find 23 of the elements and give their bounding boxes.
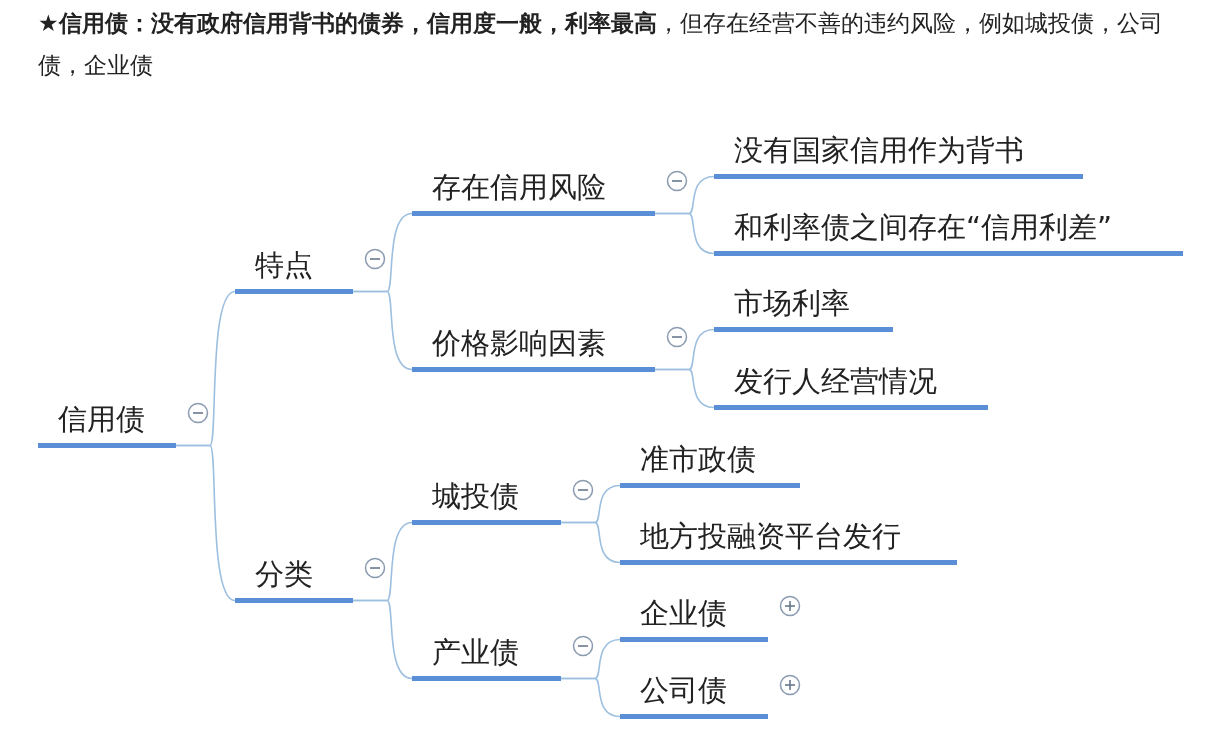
- topic-node: 企业债: [620, 592, 768, 642]
- topic-node: 城投债: [412, 475, 561, 525]
- connector-line: [654, 212, 715, 255]
- topic-node: 发行人经营情况: [714, 360, 988, 410]
- topic-node: 存在信用风险: [412, 166, 655, 216]
- topic-node: 没有国家信用作为背书: [714, 129, 1083, 179]
- connector-line: [175, 444, 236, 602]
- topic-node: 价格影响因素: [412, 322, 655, 372]
- connector-line: [560, 677, 621, 718]
- topic-node: 分类: [235, 553, 353, 603]
- topic-node: 信用债: [38, 398, 176, 448]
- connector-line: [560, 521, 621, 564]
- connector-line: [352, 290, 413, 371]
- topic-node: 特点: [235, 244, 353, 294]
- topic-node: 市场利率: [714, 282, 893, 332]
- topic-node: 产业债: [412, 631, 561, 681]
- intro-text: ★信用债：没有政府信用背书的债券，信用度一般，利率最高，但存在经营不善的违约风险，例如城投债，公司债，企业债: [38, 9, 1164, 80]
- connector-line: [654, 368, 715, 409]
- topic-node: 准市政债: [620, 438, 800, 488]
- connector-line: [352, 599, 413, 680]
- topic-node: 地方投融资平台发行: [620, 515, 957, 565]
- topic-node: 和利率债之间存在“信用利差”: [714, 206, 1183, 256]
- topic-node: 公司债: [620, 669, 768, 719]
